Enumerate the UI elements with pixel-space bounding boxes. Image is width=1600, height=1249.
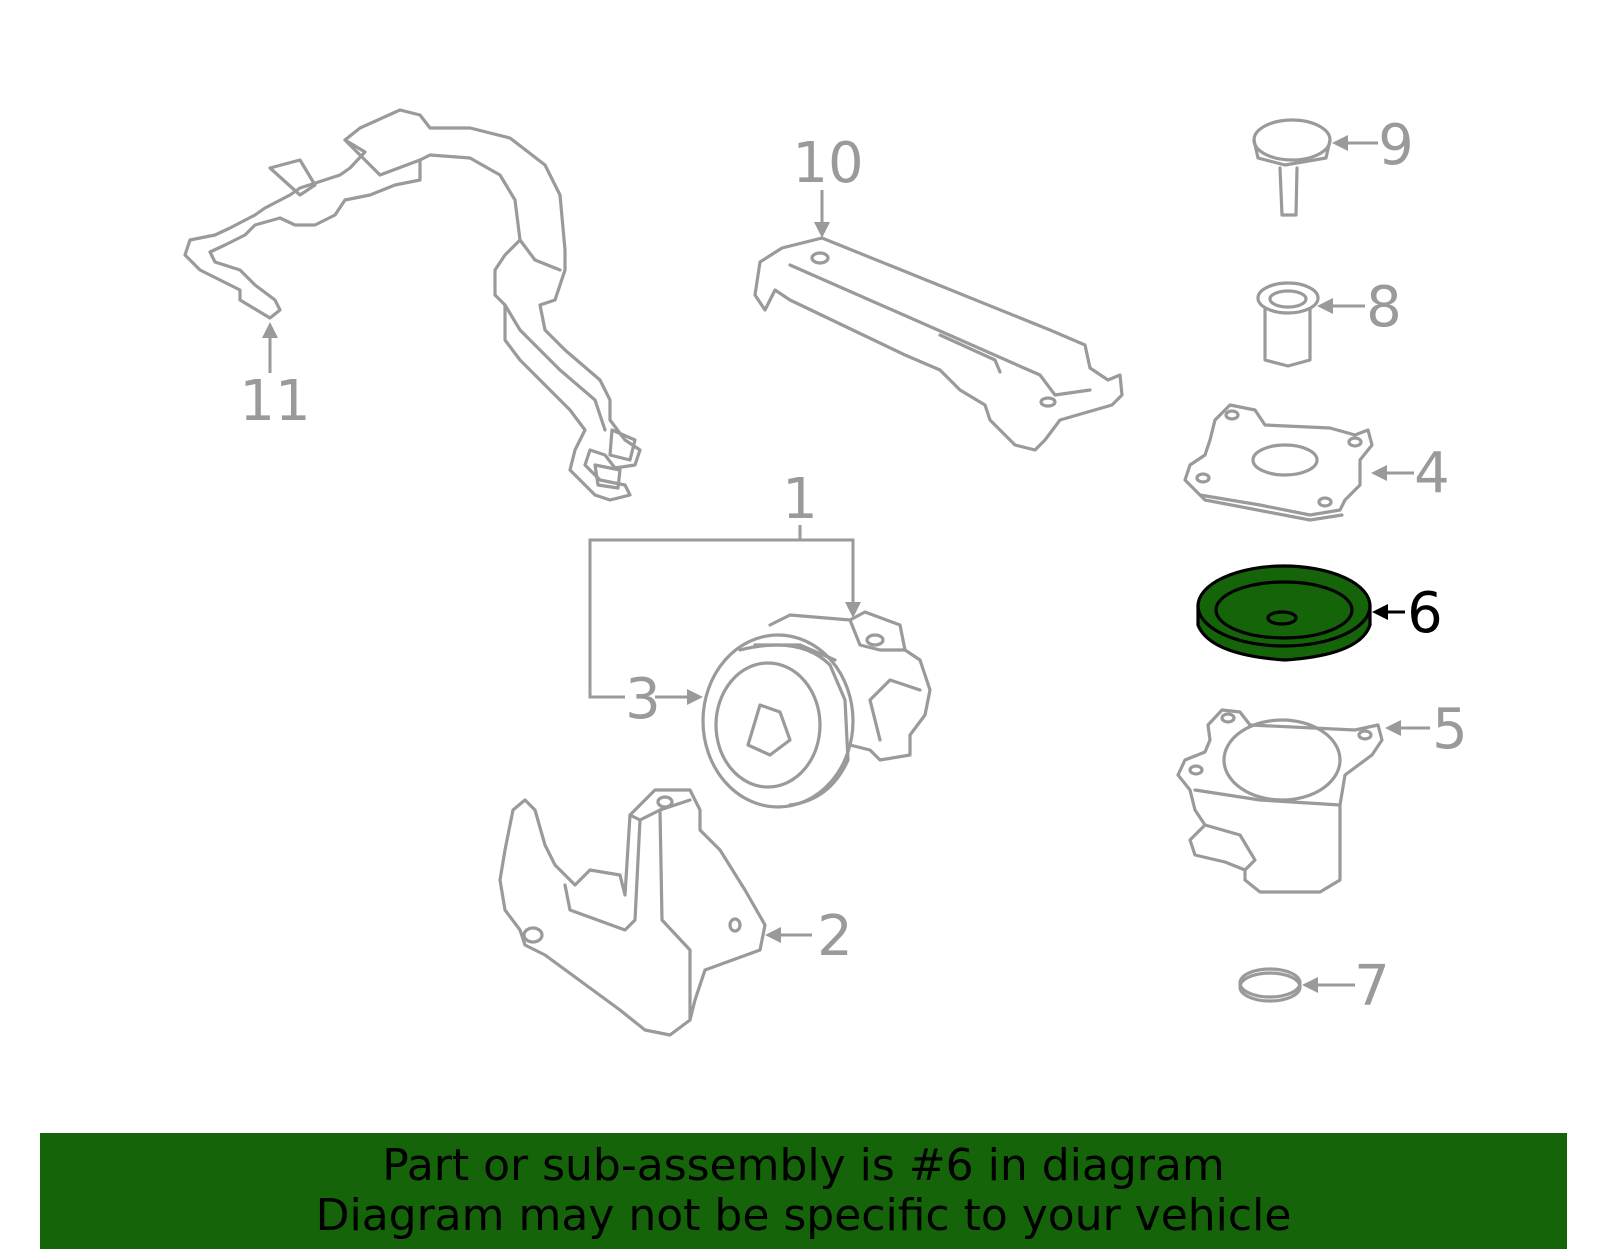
- part-8-grommet: [1256, 281, 1320, 368]
- part-3-pump: [701, 610, 932, 809]
- part-5-housing: [1176, 708, 1384, 894]
- callout-10: 10: [792, 131, 863, 196]
- part-2-bracket: [498, 788, 767, 1037]
- callout-11: 11: [239, 369, 310, 434]
- parts-diagram: 1 2 3 4 5 6 7 8 9 10 11: [183, 108, 1468, 1037]
- banner-line-1: Part or sub-assembly is #6 in diagram: [382, 1140, 1225, 1191]
- callout-7: 7: [1354, 954, 1390, 1019]
- part-9-cap: [1252, 118, 1332, 217]
- part-11-hose-assembly: [183, 108, 642, 502]
- part-6-seal: [1196, 564, 1372, 662]
- callout-2: 2: [817, 904, 853, 969]
- callout-labels: 1 2 3 4 5 6 7 8 9 10 11: [239, 113, 1467, 1019]
- part-4-flange: [1183, 403, 1374, 522]
- callout-4: 4: [1414, 441, 1450, 506]
- callout-3: 3: [625, 667, 661, 732]
- leader-lines: [262, 135, 1430, 993]
- info-banner: Part or sub-assembly is #6 in diagram Di…: [40, 1133, 1567, 1249]
- callout-6: 6: [1407, 581, 1443, 646]
- banner-line-2: Diagram may not be specific to your vehi…: [315, 1190, 1292, 1241]
- callout-5: 5: [1432, 697, 1468, 762]
- part-10-bracket: [753, 236, 1124, 452]
- part-7-oring: [1238, 967, 1302, 1003]
- callout-9: 9: [1378, 113, 1414, 178]
- callout-1: 1: [782, 467, 818, 532]
- callout-8: 8: [1366, 275, 1402, 340]
